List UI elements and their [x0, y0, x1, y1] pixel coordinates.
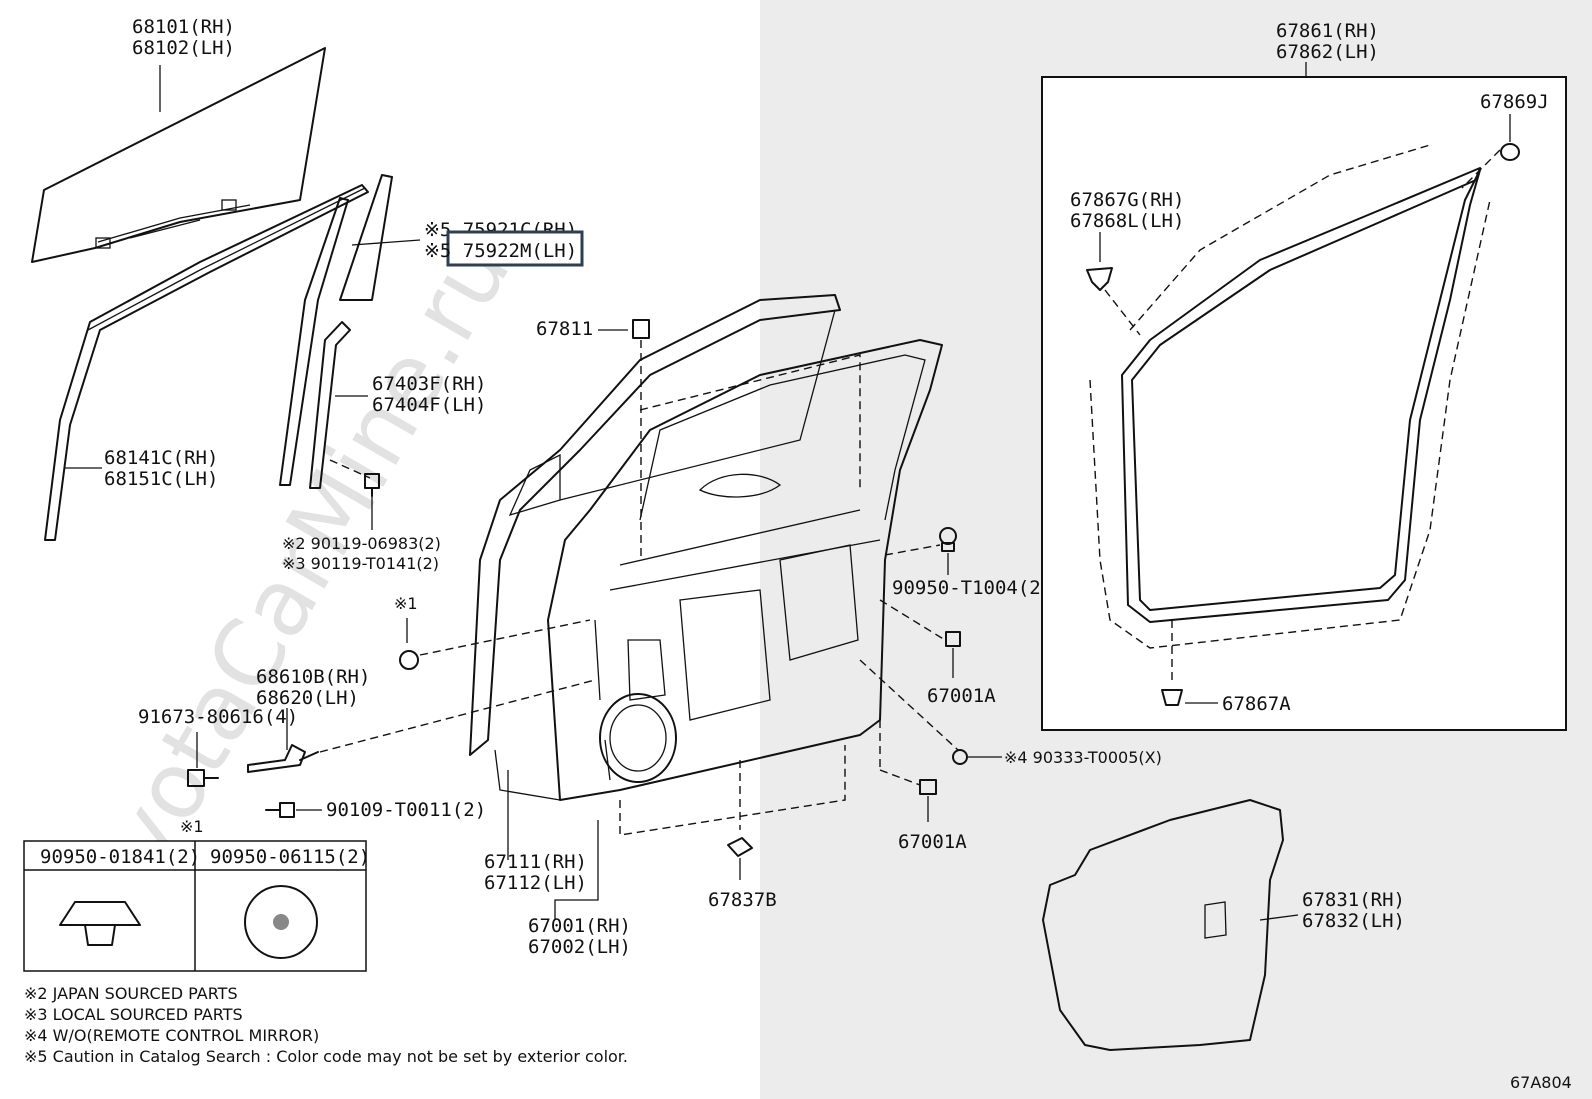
label-screw[interactable]: 91673-80616(4)	[138, 706, 298, 728]
label-90950-t1004[interactable]: 90950-T1004(2)	[892, 577, 1052, 599]
service-hole-cover-drawing	[1042, 799, 1284, 1051]
bolt-icon	[364, 473, 380, 497]
screw-icon	[187, 769, 219, 787]
cushion-67001a-icon-2	[919, 779, 937, 795]
run-channel-drawing	[44, 184, 369, 541]
label-cover-lh[interactable]: 67832(LH)	[1302, 910, 1405, 932]
label-outer-rh[interactable]: 67111(RH)	[484, 851, 587, 873]
weatherstrip-box	[1041, 76, 1567, 731]
label-glass-lh[interactable]: 68102(LH)	[132, 37, 235, 59]
clip-06115-icon	[244, 885, 318, 959]
note-2: ※2 JAPAN SOURCED PARTS	[24, 984, 238, 1003]
door-check-drawing	[247, 744, 319, 773]
door-glass-drawing	[31, 47, 326, 263]
cushion-67001a-icon-1	[945, 631, 961, 647]
label-door-rh[interactable]: 67001(RH)	[528, 915, 631, 937]
label-note1-mark: ※1	[394, 594, 418, 613]
sash-channel-drawing	[309, 321, 351, 489]
door-inner-panel-drawing	[547, 339, 943, 801]
label-67811[interactable]: 67811	[536, 318, 593, 340]
label-bolt2[interactable]: 90109-T0011(2)	[326, 799, 486, 821]
label-67001a-2[interactable]: 67001A	[898, 831, 967, 853]
bolt2-icon	[265, 802, 295, 818]
label-weatherstrip-lh[interactable]: 67862(LH)	[1276, 41, 1379, 63]
note-3: ※3 LOCAL SOURCED PARTS	[24, 1005, 243, 1024]
clip-67837b-icon	[727, 837, 753, 857]
label-67837b[interactable]: 67837B	[708, 889, 777, 911]
label-garnish-lh[interactable]: ※5 75922M(LH)	[424, 240, 577, 262]
plug-icon	[952, 749, 968, 765]
clip-90950-icon	[939, 527, 957, 552]
label-bolt-jp[interactable]: ※2 90119-06983(2)	[282, 534, 441, 553]
table-mark: ※1	[180, 817, 204, 836]
label-sash-rh[interactable]: 67403F(RH)	[372, 373, 486, 395]
clip-icon	[399, 650, 419, 670]
label-sash-lh[interactable]: 67404F(LH)	[372, 394, 486, 416]
label-run-channel-rh[interactable]: 68141C(RH)	[104, 447, 218, 469]
clip-67869j-icon	[1500, 143, 1520, 161]
label-bolt-local[interactable]: ※3 90119-T0141(2)	[282, 554, 439, 573]
label-67867a[interactable]: 67867A	[1222, 693, 1291, 715]
table-header-2[interactable]: 90950-06115(2)	[210, 846, 370, 868]
label-cover-rh[interactable]: 67831(RH)	[1302, 889, 1405, 911]
door-outer-panel-drawing	[469, 294, 841, 801]
label-door-lh[interactable]: 67002(LH)	[528, 936, 631, 958]
garnish-drawing	[279, 174, 393, 486]
clip-67867g-icon	[1086, 267, 1113, 291]
label-67867g-lh[interactable]: 67868L(LH)	[1070, 210, 1184, 232]
label-90333[interactable]: ※4 90333-T0005(X)	[1004, 748, 1162, 767]
label-glass-rh[interactable]: 68101(RH)	[132, 16, 235, 38]
label-67001a-1[interactable]: 67001A	[927, 685, 996, 707]
clip-01841-icon	[59, 901, 141, 946]
label-run-channel-lh[interactable]: 68151C(LH)	[104, 468, 218, 490]
label-67867g-rh[interactable]: 67867G(RH)	[1070, 189, 1184, 211]
highlight-box	[446, 230, 584, 267]
note-5: ※5 Caution in Catalog Search : Color cod…	[24, 1047, 628, 1066]
clip-67867a-icon	[1161, 689, 1183, 706]
label-check-lh[interactable]: 68620(LH)	[256, 687, 359, 709]
diagram-code: 67A804	[1510, 1073, 1572, 1092]
note-4: ※4 W/O(REMOTE CONTROL MIRROR)	[24, 1026, 319, 1045]
clip-table	[23, 840, 367, 972]
label-check-rh[interactable]: 68610B(RH)	[256, 666, 370, 688]
cushion-icon	[632, 319, 650, 339]
label-weatherstrip-rh[interactable]: 67861(RH)	[1276, 20, 1379, 42]
table-header-1[interactable]: 90950-01841(2)	[40, 846, 200, 868]
label-outer-lh[interactable]: 67112(LH)	[484, 872, 587, 894]
label-67869j[interactable]: 67869J	[1480, 91, 1549, 113]
